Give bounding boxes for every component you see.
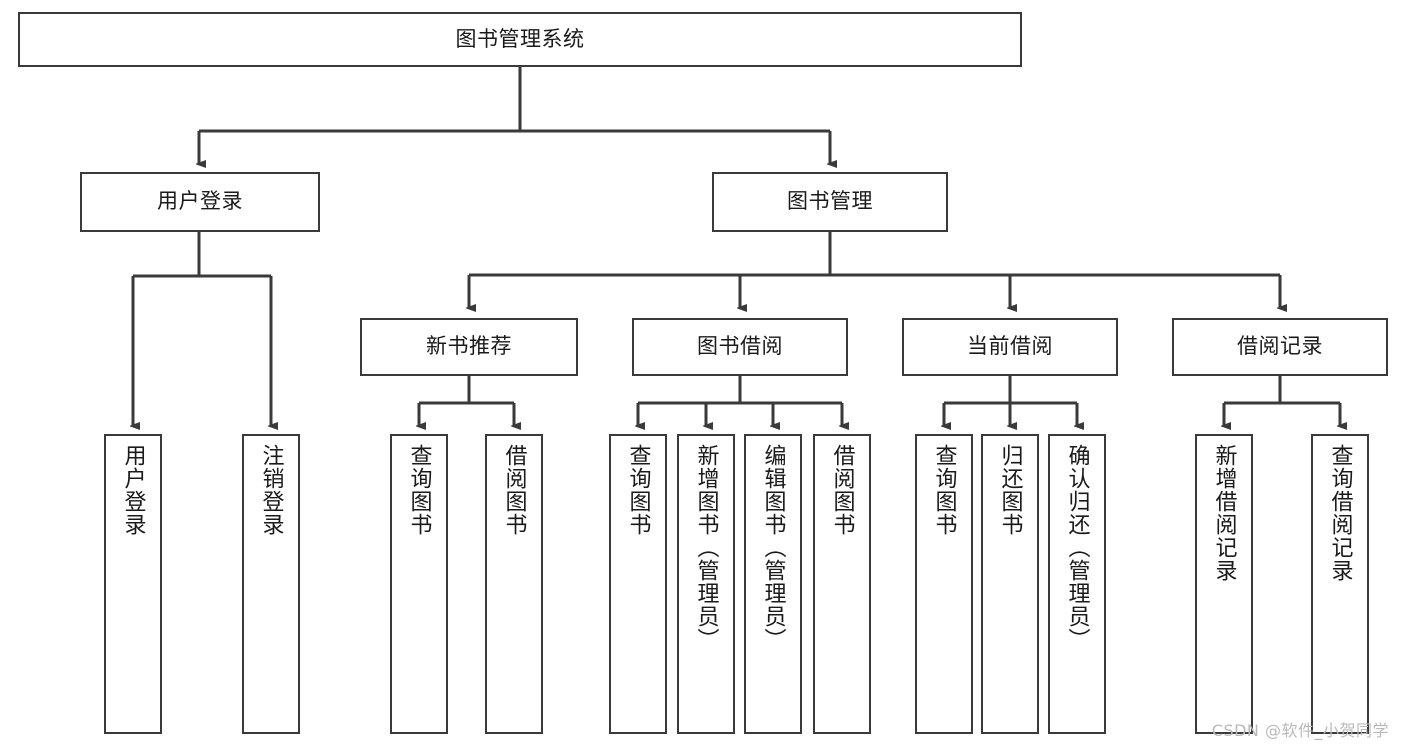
node-leaf-add-record[interactable]: 新增借阅记录	[1195, 434, 1253, 734]
node-leaf-query-book-3[interactable]: 查询图书	[915, 434, 973, 734]
node-book-management[interactable]: 图书管理	[712, 172, 948, 232]
node-leaf-query-book-1[interactable]: 查询图书	[390, 434, 448, 734]
node-leaf-return-book[interactable]: 归还图书	[981, 434, 1039, 734]
node-leaf-query-record[interactable]: 查询借阅记录	[1311, 434, 1369, 734]
node-leaf-confirm-return[interactable]: 确认归还（管理员）	[1048, 434, 1106, 734]
node-new-book-recommend[interactable]: 新书推荐	[360, 318, 578, 376]
node-leaf-edit-book[interactable]: 编辑图书（管理员）	[744, 434, 802, 734]
node-book-borrow[interactable]: 图书借阅	[632, 318, 848, 376]
node-label: 借阅图书	[501, 444, 527, 536]
node-leaf-add-book[interactable]: 新增图书（管理员）	[677, 434, 735, 734]
node-label: 注销登录	[258, 444, 284, 536]
node-leaf-borrow-book-1[interactable]: 借阅图书	[485, 434, 543, 734]
node-label: 图书管理	[787, 189, 873, 214]
node-current-borrow[interactable]: 当前借阅	[902, 318, 1118, 376]
node-label: 查询借阅记录	[1327, 444, 1353, 582]
node-root-system[interactable]: 图书管理系统	[18, 12, 1022, 67]
node-label: 新增图书（管理员）	[693, 444, 719, 651]
node-leaf-user-login[interactable]: 用户登录	[104, 434, 162, 734]
node-label: 新增借阅记录	[1211, 444, 1237, 582]
node-label: 图书管理系统	[455, 26, 585, 51]
node-label: 编辑图书（管理员）	[760, 444, 786, 651]
node-label: 确认归还（管理员）	[1064, 444, 1090, 651]
node-label: 用户登录	[120, 444, 146, 536]
node-label: 借阅图书	[829, 444, 855, 536]
node-label: 图书借阅	[697, 334, 783, 359]
node-label: 当前借阅	[967, 334, 1053, 359]
node-user-login[interactable]: 用户登录	[80, 172, 320, 232]
node-label: 查询图书	[625, 444, 651, 536]
node-leaf-query-book-2[interactable]: 查询图书	[609, 434, 667, 734]
node-label: 借阅记录	[1237, 334, 1323, 359]
node-label: 查询图书	[931, 444, 957, 536]
node-leaf-borrow-book-2[interactable]: 借阅图书	[813, 434, 871, 734]
node-label: 查询图书	[406, 444, 432, 536]
node-label: 归还图书	[997, 444, 1023, 536]
node-label: 新书推荐	[426, 334, 512, 359]
csdn-watermark: CSDN @软件_小贺同学	[1211, 721, 1389, 740]
node-leaf-user-logout[interactable]: 注销登录	[242, 434, 300, 734]
node-borrow-record[interactable]: 借阅记录	[1172, 318, 1388, 376]
node-label: 用户登录	[157, 189, 243, 214]
